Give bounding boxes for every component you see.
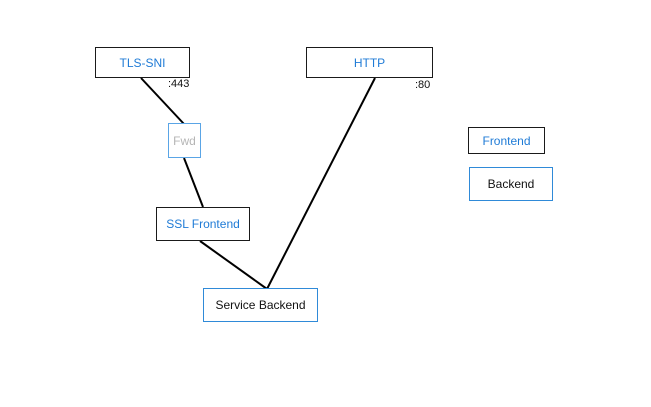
node-fwd-label: Fwd (173, 133, 196, 148)
port-80-label: :80 (415, 79, 431, 91)
node-tls-sni-label: TLS-SNI (119, 55, 166, 70)
edge-ssl-frontend-to-service-backend (199, 240, 268, 290)
port-443-label: :443 (168, 78, 190, 90)
edge-tls-sni-to-fwd (140, 77, 185, 125)
node-http[interactable]: HTTP (306, 47, 433, 78)
node-http-label: HTTP (353, 55, 386, 70)
node-service-backend-label: Service Backend (215, 298, 306, 312)
node-ssl-frontend-label: SSL Frontend (166, 217, 240, 231)
legend-backend: Backend (469, 167, 553, 201)
legend-backend-label: Backend (487, 177, 535, 191)
edge-http-to-service-backend (266, 77, 376, 290)
legend-frontend: Frontend (468, 127, 545, 154)
node-service-backend[interactable]: Service Backend (203, 288, 318, 322)
node-fwd[interactable]: Fwd (168, 123, 201, 158)
node-ssl-frontend[interactable]: SSL Frontend (156, 207, 250, 241)
legend-frontend-label: Frontend (482, 133, 531, 148)
edge-fwd-to-ssl-frontend (183, 157, 204, 208)
node-tls-sni[interactable]: TLS-SNI (95, 47, 190, 78)
